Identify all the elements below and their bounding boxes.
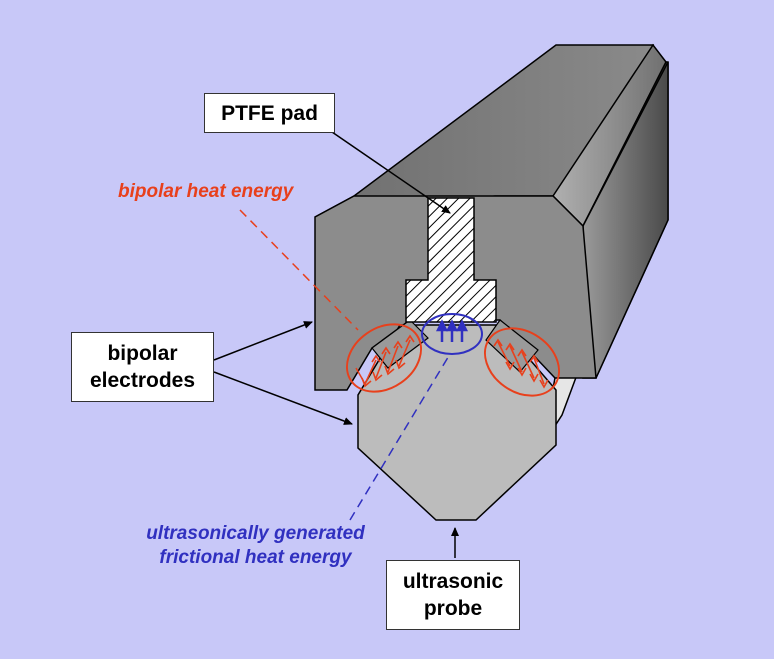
ultrasonic-heat-caption: ultrasonically generated frictional heat… — [133, 522, 378, 570]
ultrasonic-probe-line2: probe — [423, 597, 483, 620]
ptfe-pad-label: PTFE pad — [204, 93, 335, 133]
left-bipolar-heat-zone — [345, 323, 423, 393]
ultrasonic-heat-zone — [421, 313, 483, 355]
ptfe-pad — [405, 197, 497, 323]
ptfe-pad-label-text: PTFE pad — [221, 101, 318, 125]
bipolar-electrodes-label: bipolar electrodes — [71, 332, 214, 402]
ultrasonic-heat-line1: ultrasonically generated — [146, 523, 365, 544]
ultrasonic-heat-leader — [349, 353, 451, 521]
electrode-leader-upper — [213, 321, 313, 361]
bipolar-heat-leader — [239, 209, 359, 331]
electrode-leader-lower — [213, 371, 353, 425]
right-bipolar-heat-zone — [483, 327, 561, 397]
bipolar-heat-energy-text: bipolar heat energy — [118, 181, 294, 202]
ultrasonic-probe-line1: ultrasonic — [402, 570, 504, 593]
ptfe-pad-leader — [331, 131, 451, 214]
bipolar-electrodes-line2: electrodes — [89, 369, 196, 392]
bipolar-heat-energy-caption: bipolar heat energy — [118, 180, 293, 204]
ultrasonic-probe-label: ultrasonic probe — [386, 560, 520, 630]
bipolar-electrodes-line1: bipolar — [107, 342, 178, 365]
ultrasonic-heat-line2: frictional heat energy — [159, 547, 352, 568]
